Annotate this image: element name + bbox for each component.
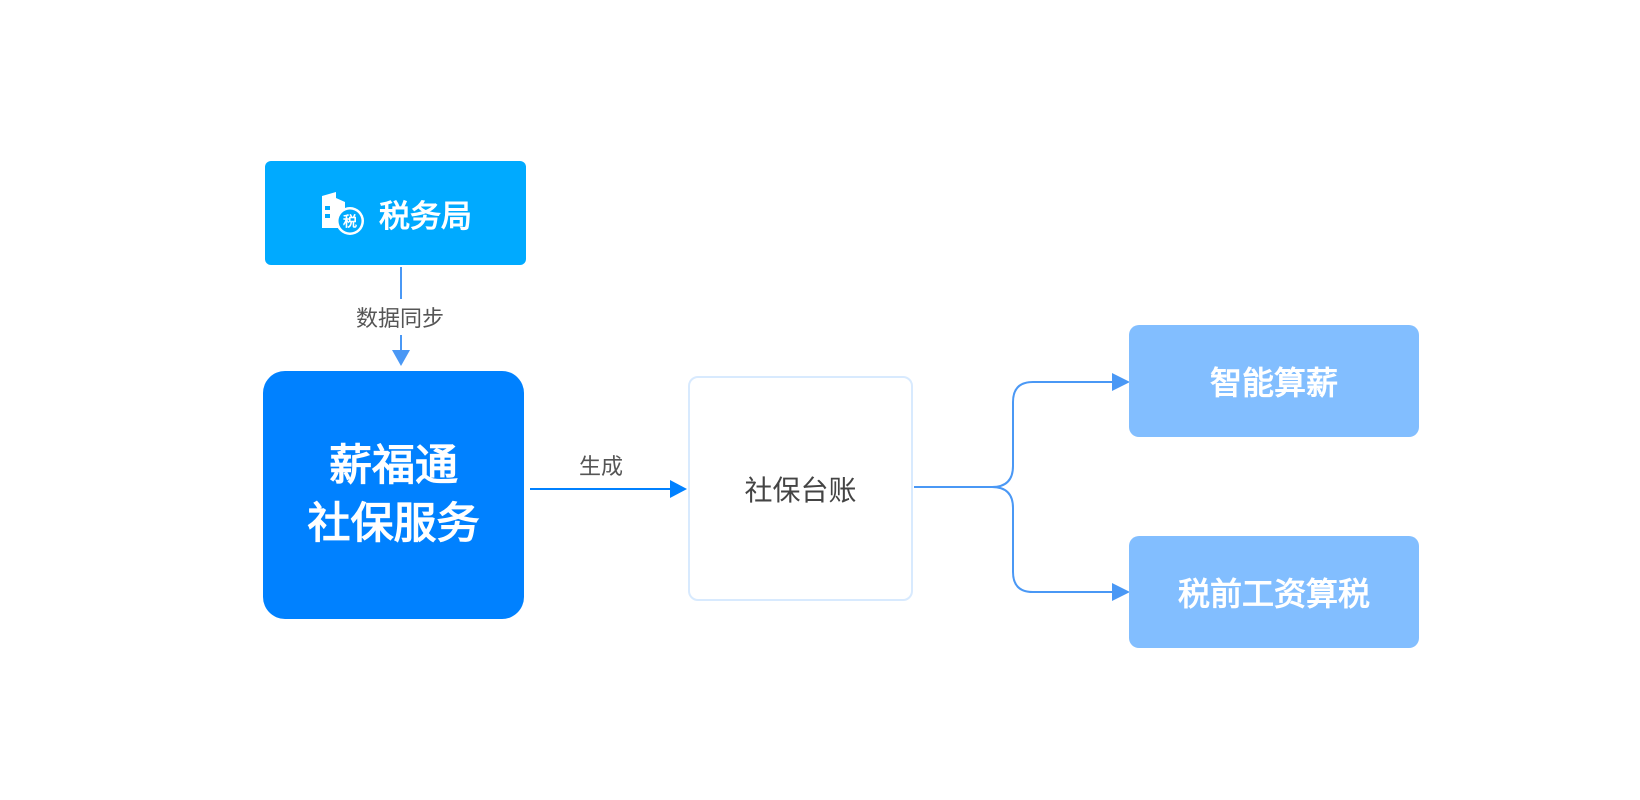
tax-bureau-label: 税务局 — [379, 198, 472, 235]
ledger-label: 社保台账 — [744, 473, 857, 507]
pretax-tax-label: 税前工资算税 — [1177, 575, 1370, 613]
branch-connector-line-lower — [991, 486, 1114, 593]
core-service-brand: 薪福通 — [329, 441, 458, 491]
tax-bureau-node: 税 税务局 — [265, 161, 526, 265]
generate-arrow-head — [670, 480, 687, 498]
generate-edge-label: 生成 — [579, 455, 624, 480]
tax-building-icon: 税 — [319, 190, 365, 236]
pretax-tax-node: 税前工资算税 — [1129, 536, 1419, 648]
smart-salary-node: 智能算薪 — [1129, 325, 1419, 437]
tax-badge-text: 税 — [343, 214, 357, 231]
smart-salary-label: 智能算薪 — [1209, 364, 1338, 402]
sync-edge-label: 数据同步 — [352, 299, 449, 335]
pretax-arrow-head — [1112, 583, 1130, 601]
core-service-node: 薪福通 社保服务 — [263, 371, 524, 619]
core-service-title: 社保服务 — [307, 499, 480, 549]
smart-salary-arrow-head — [1112, 373, 1130, 391]
ledger-node: 社保台账 — [688, 376, 913, 601]
sync-arrow-head — [392, 350, 410, 366]
branch-connector-line — [914, 381, 1114, 488]
